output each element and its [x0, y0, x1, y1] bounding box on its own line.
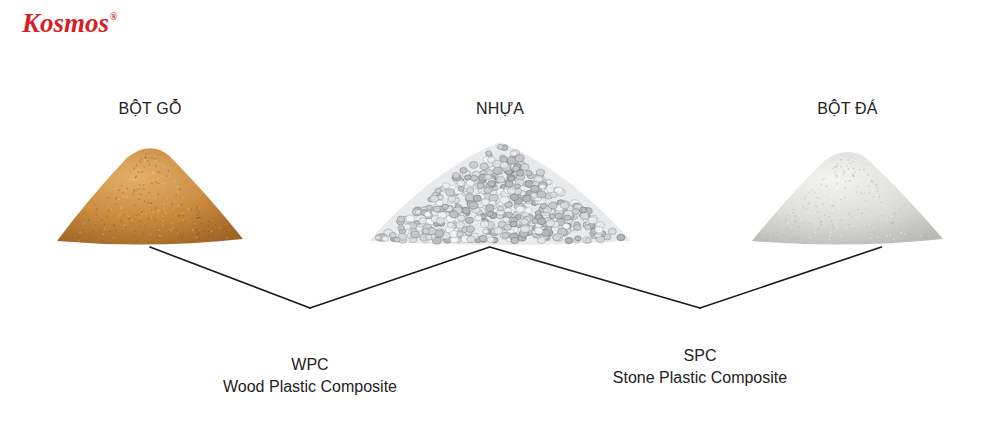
plastic-pile-illustration	[365, 136, 635, 251]
material-heading: BỘT ĐÁ	[746, 100, 949, 118]
product-code: WPC	[206, 354, 414, 376]
product-node: WPCWood Plastic Composite	[206, 308, 414, 403]
connector-line	[310, 247, 490, 308]
brand-name: Kosmos	[22, 8, 109, 38]
material-heading: BỘT GỖ	[51, 100, 249, 118]
material-node: NHỰA	[361, 100, 639, 247]
material-heading: NHỰA	[361, 100, 639, 118]
product-node: SPCStone Plastic Composite	[586, 308, 814, 403]
connector-line	[490, 247, 700, 308]
connector-line	[700, 247, 881, 308]
stone-pile-illustration	[750, 142, 945, 251]
registered-mark: ®	[110, 11, 117, 22]
product-name: Wood Plastic Composite	[206, 376, 414, 398]
brand-logo: Kosmos®	[22, 8, 118, 39]
connector-line	[150, 247, 310, 308]
wood-pile-illustration	[55, 138, 245, 251]
material-node: BỘT ĐÁ	[746, 100, 949, 247]
product-code: SPC	[586, 345, 814, 367]
material-node: BỘT GỖ	[51, 100, 249, 247]
product-name: Stone Plastic Composite	[586, 367, 814, 389]
